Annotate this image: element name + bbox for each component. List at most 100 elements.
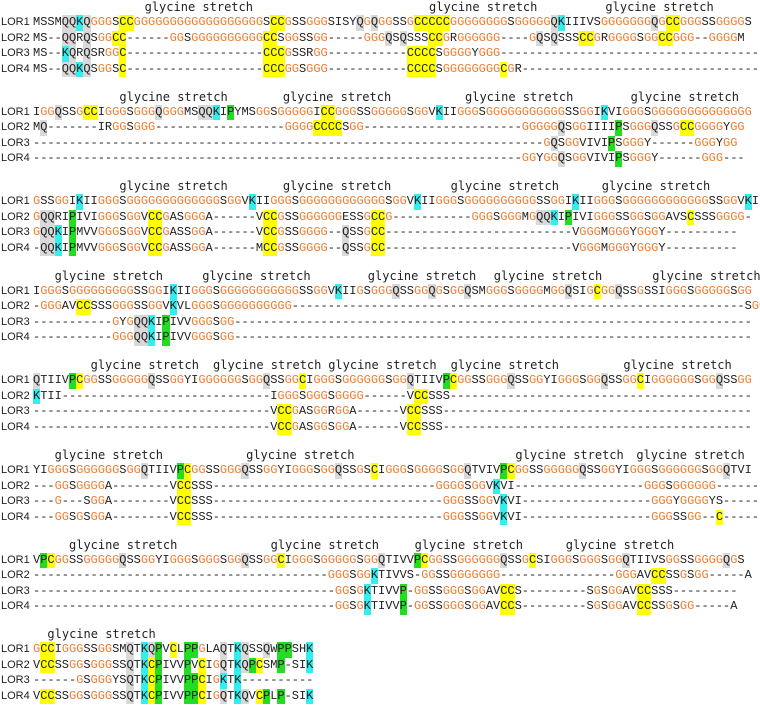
sequence-residues: YIGGGSGGGGGGSGGQTIIVPCGGSSGGGQSSGGYIGGGS…: [33, 463, 752, 479]
glycine-stretch-label: glycine stretch: [282, 89, 392, 104]
sequence-name: LOR3: [1, 315, 30, 328]
glycine-stretch-label: glycine stretch: [119, 89, 228, 104]
sequence-row: LOR2---GGSGGGGA--------VCCSSS-----------…: [0, 478, 760, 494]
sequence-row: LOR4------------------------------------…: [0, 151, 760, 167]
sequence-name: LOR1: [1, 643, 30, 656]
sequence-residues: ----------------------------------------…: [33, 135, 738, 152]
sequence-residues: ----------------------------------------…: [33, 599, 738, 615]
glycine-stretch-label: glycine stretch: [493, 268, 603, 283]
glycine-stretch-label: glycine stretch: [429, 0, 538, 14]
sequence-row: LOR3------------------------------------…: [0, 583, 760, 600]
sequence-row: LOR3---G---SGGA--------VCCSSS-----------…: [0, 494, 760, 510]
glycine-stretch-label: glycine stretch: [565, 537, 675, 552]
sequence-name: LOR3: [1, 405, 30, 418]
sequence-residues: -----------GGGQQKIPIVVGGGSGG------------…: [33, 330, 752, 346]
sequence-name: LOR3: [1, 47, 30, 59]
glycine-stretch-label: glycine stretch: [630, 89, 739, 104]
sequence-name: LOR4: [1, 689, 30, 702]
sequence-residues: GQQRIPIVIGGGSGGVCCGASGGGA------VCCGSSGGG…: [33, 209, 752, 226]
sequence-residues: VPCGGSSGGGGGQSSGGYIGGGSGGGSGGQSSGGCIGGGS…: [33, 552, 745, 569]
sequence-name: LOR3: [1, 226, 30, 239]
glycine-stretch-label: glycine stretch: [47, 627, 156, 642]
sequence-name: LOR2: [1, 31, 30, 44]
sequence-name: LOR1: [1, 464, 30, 476]
glycine-stretch-label: glycine stretch: [605, 0, 714, 14]
sequence-residues: QTIIVPCGGSSGGGGGQSSGGYIGGGGGGSGGQSSGGCIG…: [33, 373, 752, 389]
sequence-name: LOR3: [1, 674, 30, 687]
sequence-residues: -QQKIPMVVGGGSGGVCCGASSGGA------MCCGSSGGG…: [33, 240, 738, 257]
sequence-residues: KTII-----------------------------IGGGSGG…: [33, 388, 752, 405]
sequence-name: LOR4: [1, 331, 30, 344]
glycine-stretch-label: glycine stretch: [450, 358, 559, 373]
sequence-name: LOR2: [1, 210, 30, 223]
sequence-row: LOR4---GGSGSGGA--------VCCSSS-----------…: [0, 509, 760, 525]
sequence-residues: ---GGSGSGGA--------VCCSSS---------------…: [33, 509, 760, 525]
sequence-name: LOR1: [1, 16, 30, 28]
glycine-stretch-label: glycine stretch: [601, 179, 711, 194]
sequence-residues: MS--QQRQSGGCC------GGSGGGGGGGGGGCCSGGSSG…: [33, 30, 745, 46]
sequence-residues: ---------------------------------VCCGASG…: [33, 404, 752, 420]
glycine-stretch-label: glycine stretch: [90, 358, 199, 373]
sequence-name: LOR2: [1, 658, 30, 671]
glycine-stretch-label: glycine stretch: [202, 268, 311, 283]
glycine-stretch-label: glycine stretch: [515, 448, 624, 462]
sequence-residues: IGGGSGGGGGGGGGSSGGIKIIGGGSGGGGGGGGGGGSSG…: [33, 283, 752, 300]
sequence-name: LOR4: [1, 152, 30, 165]
sequence-residues: ----------------------------------------…: [33, 568, 752, 584]
glycine-stretch-label: glycine stretch: [69, 537, 178, 552]
sequence-residues: ---------------------------------VCCGASG…: [33, 419, 752, 436]
sequence-residues: MQ-------IRGGSGGG------------------GGGGC…: [33, 120, 745, 136]
glycine-stretch-label: glycine stretch: [450, 179, 559, 194]
sequence-name: LOR3: [1, 495, 30, 507]
sequence-row: LOR3------------------------------------…: [0, 135, 760, 152]
glycine-stretch-label: glycine stretch: [213, 358, 322, 373]
sequence-name: LOR3: [1, 584, 30, 597]
sequence-row: LOR4-QQKIPMVVGGGSGGVCCGASSGGA------MCCGS…: [0, 240, 760, 257]
sequence-residues: IGGQSSGCCIGGGSGGGQGGGMSQQKIPYMSGGSGGGGGI…: [33, 104, 752, 121]
glycine-stretch-label: glycine stretch: [54, 268, 163, 283]
glycine-stretch-label: glycine stretch: [144, 0, 253, 14]
sequence-name: LOR2: [1, 569, 30, 582]
sequence-name: LOR2: [1, 389, 30, 402]
sequence-residues: MS--QQKQSGGSC-------------------CCCGGSGG…: [33, 61, 759, 77]
sequence-name: LOR4: [1, 600, 30, 613]
glycine-stretch-label: glycine stretch: [465, 89, 574, 104]
sequence-row: LOR2------------------------------------…: [0, 568, 760, 584]
sequence-residues: MS--KQRQSRGGC-------------------CCCGSSRG…: [33, 46, 759, 62]
glycine-stretch-label: glycine stretch: [414, 537, 523, 552]
sequence-residues: -GGGAVCCSSSGGGSSGGVKVLGGGSGGGGGGGGGG----…: [33, 299, 760, 315]
glycine-stretch-label: glycine stretch: [246, 448, 355, 462]
sequence-residues: -----------GYGQQKIPIVVGGGSGG------------…: [33, 314, 752, 331]
sequence-name: LOR1: [1, 284, 30, 297]
sequence-name: LOR1: [1, 374, 30, 387]
sequence-row: LOR4------------------------------------…: [0, 599, 760, 615]
sequence-residues: GSSGGIKIIGGGSGGGGGGGGGGGGGSGGVKIIGGGSGGG…: [33, 194, 759, 210]
sequence-name: LOR2: [1, 300, 30, 313]
glycine-stretch-label: glycine stretch: [119, 179, 228, 194]
sequence-residues: GQQKIPMVVGGGSGGVCCGASSGGA------VCCGSSGGG…: [33, 225, 738, 241]
sequence-residues: VCCSSGGSGGGSSQTKCPIVVPPCIGQTKQVCPLP-SIK: [33, 688, 314, 705]
sequence-name: LOR4: [1, 420, 30, 433]
sequence-name: LOR1: [1, 195, 30, 208]
sequence-name: LOR4: [1, 241, 30, 254]
sequence-row: LOR4---------------------------------VCC…: [0, 419, 760, 436]
sequence-residues: MSSMQQKQGGGSCCGGGGGGGGGGGGGGGGGGSCCGSSGG…: [33, 15, 752, 31]
glycine-stretch-label: glycine stretch: [270, 537, 379, 552]
sequence-name: LOR1: [1, 105, 30, 118]
